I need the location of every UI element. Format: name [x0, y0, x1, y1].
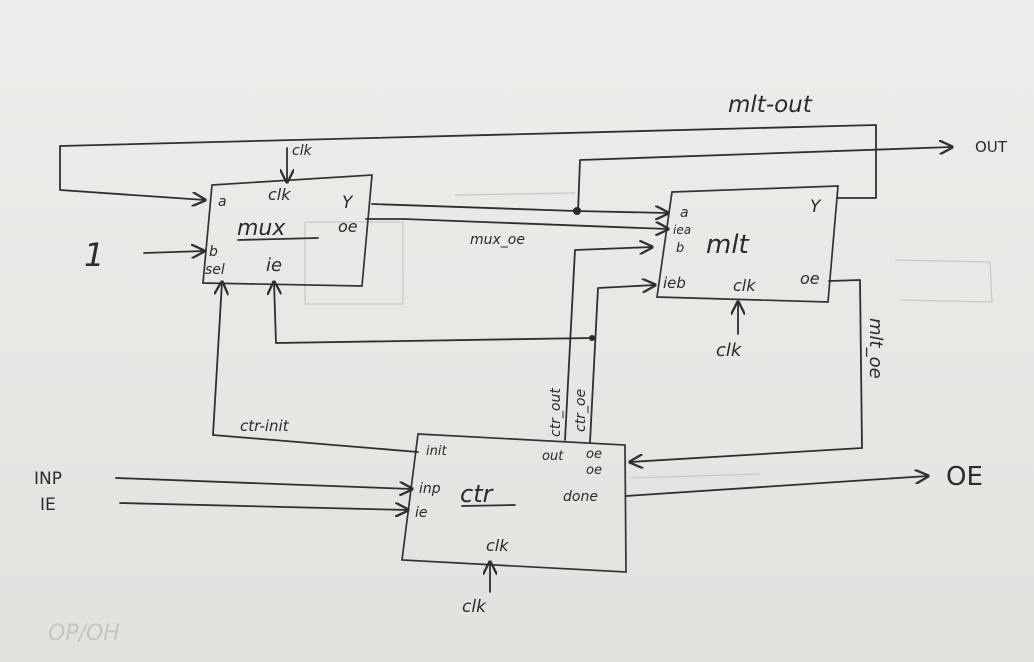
mux-label: mux [237, 216, 286, 241]
ctr-init-wire [212, 282, 419, 453]
oe-label: OE [946, 462, 983, 492]
out-wire [577, 147, 952, 213]
mux-port-y: Y [342, 193, 354, 213]
ctr-out-label: ctr_out [548, 388, 564, 437]
ctr-port-ie: ie [415, 505, 428, 521]
mux-underline [237, 237, 319, 241]
mlt-oe-label: mlt_oe [865, 318, 886, 379]
junction-dot [573, 207, 581, 215]
mux-block [202, 174, 373, 287]
mlt-oe-wire [630, 279, 863, 462]
ctr-port-oe-bottom: oe [586, 463, 602, 478]
junction-dot-oe [589, 335, 595, 341]
mux-port-oe: oe [338, 217, 358, 236]
ie-wire [119, 502, 408, 510]
ctr-port-oe-top: oe [586, 447, 602, 462]
inp-label: INP [34, 469, 62, 489]
mlt-port-a: a [680, 205, 689, 221]
mlt-label: mlt [706, 230, 750, 260]
mlt-port-b: b [676, 241, 684, 256]
out-label: OUT [975, 138, 1008, 156]
ctr-port-out: out [542, 449, 564, 464]
const-one-wire [143, 251, 204, 253]
ctr-clk-label: clk [462, 597, 487, 617]
mlt-port-clk: clk [733, 276, 756, 295]
mux-clk-label: clk [292, 143, 313, 159]
mux-port-a: a [218, 194, 227, 210]
ctr-init-label: ctr-init [240, 417, 290, 435]
mux-port-ie: ie [266, 255, 282, 276]
mlt-out-label: mlt-out [728, 92, 813, 118]
ie-label: IE [40, 495, 56, 515]
ctr-port-inp: inp [419, 481, 441, 497]
ctr-oe-wire [589, 285, 655, 443]
ghost-marks [304, 192, 993, 479]
mux-oe-label: mux_oe [470, 232, 525, 248]
mux-port-clk: clk [268, 185, 291, 204]
ctr-underline [461, 504, 516, 507]
mlt-out-wire [59, 124, 877, 200]
inp-wire [115, 477, 412, 489]
mux-port-sel: sel [205, 262, 225, 278]
watermark-text: OP/OH [48, 621, 120, 646]
ctr-port-clk: clk [486, 536, 509, 555]
mux-y-to-mlt-a-wire [371, 203, 668, 213]
mlt-port-oe: oe [800, 269, 820, 288]
mlt-clk-label: clk [716, 340, 743, 361]
mux-oe-wire [365, 218, 668, 229]
ctr-port-done: done [563, 489, 598, 505]
ctr-label: ctr [460, 480, 495, 508]
const-one-label: 1 [84, 236, 104, 274]
mlt-port-ieb: ieb [663, 274, 686, 292]
ctr-out-wire [564, 247, 652, 441]
ctr-oe-to-mux-ie-wire [274, 282, 593, 344]
ctr-port-init: init [426, 444, 447, 459]
mlt-block [656, 185, 839, 303]
mlt-port-y: Y [810, 197, 822, 217]
ctr-oe-label: ctr_oe [573, 389, 589, 432]
oe-output-wire [625, 476, 928, 497]
mlt-port-iea: iea [673, 223, 691, 237]
ctr-block [401, 433, 627, 573]
mux-port-b: b [209, 244, 218, 260]
